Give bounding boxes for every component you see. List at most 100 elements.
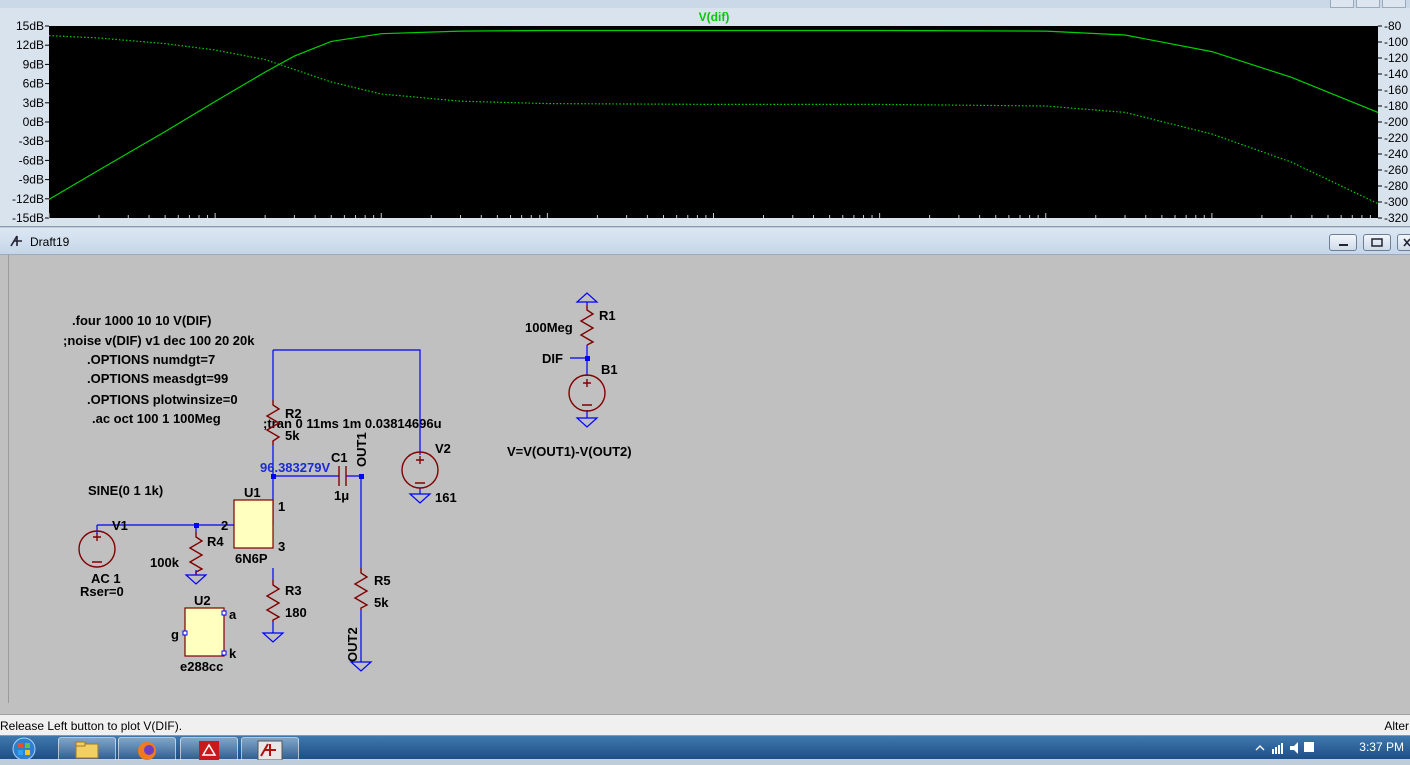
r2-label[interactable]: R2 — [285, 406, 302, 421]
c1-value[interactable]: 1μ — [334, 488, 349, 503]
net-label-out2[interactable]: OUT2 — [345, 627, 360, 662]
v1-sine-label[interactable]: SINE(0 1 1k) — [88, 483, 163, 498]
left-axis-tick-label: -3dB — [19, 134, 44, 148]
voltage-source-v1[interactable] — [78, 530, 116, 568]
voltage-source-v2[interactable] — [401, 451, 439, 489]
ltspice-logo-icon — [10, 235, 22, 247]
behavioral-source-b1[interactable] — [568, 374, 606, 412]
net-label-out1[interactable]: OUT1 — [354, 432, 369, 467]
right-axis-tick-label: -160 — [1384, 83, 1408, 97]
directive-measdgt[interactable]: .OPTIONS measdgt=99 — [87, 371, 228, 386]
tube-u2[interactable] — [184, 607, 225, 657]
junction-dots — [194, 356, 590, 528]
maximize-button[interactable] — [1356, 0, 1380, 8]
u2-pin-a: a — [229, 607, 237, 622]
waveform-plot[interactable]: V(dif) 15dB12dB9dB6dB3dB0dB-3dB-6dB-9dB-… — [0, 0, 1410, 226]
u1-pin2: 2 — [221, 518, 228, 533]
v1-label[interactable]: V1 — [112, 518, 128, 533]
right-axis-tick-label: -200 — [1384, 115, 1408, 129]
u2-model[interactable]: e288cc — [180, 659, 223, 674]
u2-pins — [182, 610, 227, 656]
resistor-r3[interactable] — [265, 580, 281, 622]
phase-trace — [48, 35, 1379, 205]
schematic-window: Draft19 .four 1000 10 10 V(DIF) ;noise v… — [0, 228, 1410, 714]
plot-area[interactable] — [49, 26, 1378, 218]
trace-label-vdif[interactable]: V(dif) — [699, 10, 730, 24]
u2-pin-k: k — [229, 646, 237, 661]
tray-icons[interactable] — [1250, 736, 1350, 759]
right-axis-tick-label: -260 — [1384, 163, 1408, 177]
resistor-r5[interactable] — [353, 568, 369, 610]
u1-pin3: 3 — [278, 539, 285, 554]
r3-value[interactable]: 180 — [285, 605, 307, 620]
r4-value[interactable]: 100k — [150, 555, 180, 570]
resistor-r2[interactable] — [265, 400, 281, 445]
status-message: Release Left button to plot V(DIF). — [0, 719, 183, 733]
taskbar: 3:37 PM — [0, 735, 1410, 761]
r5-label[interactable]: R5 — [374, 573, 391, 588]
right-axis-tick-label: -180 — [1384, 99, 1408, 113]
u1-label[interactable]: U1 — [244, 485, 261, 500]
right-axis-tick-label: -140 — [1384, 67, 1408, 81]
schematic-window-title: Draft19 — [30, 235, 70, 249]
directive-ac[interactable]: .ac oct 100 1 100Meg — [92, 411, 221, 426]
directive-noise[interactable]: ;noise v(DIF) v1 dec 100 20 20k — [63, 333, 255, 348]
r5-value[interactable]: 5k — [374, 595, 389, 610]
b1-expression[interactable]: V=V(OUT1)-V(OUT2) — [507, 444, 632, 459]
directive-tran[interactable]: ;tran 0 11ms 1m 0.03814696u — [263, 416, 442, 431]
v2-value[interactable]: 161 — [435, 490, 457, 505]
minimize-button[interactable] — [1330, 0, 1354, 8]
directive-plotwinsize[interactable]: .OPTIONS plotwinsize=0 — [87, 392, 238, 407]
taskbar-clock[interactable]: 3:37 PM — [1359, 740, 1404, 754]
b1-label[interactable]: B1 — [601, 362, 618, 377]
schematic-restore-button[interactable] — [1363, 234, 1391, 251]
directive-four[interactable]: .four 1000 10 10 V(DIF) — [72, 313, 211, 328]
left-axis-tick-label: 12dB — [16, 38, 44, 52]
status-right-text: Alter — [1384, 719, 1409, 733]
ltspice-taskbar-icon[interactable] — [241, 737, 299, 761]
left-axis-tick-label: -9dB — [19, 173, 44, 187]
firefox-taskbar-icon[interactable] — [118, 737, 176, 760]
right-axis-tick-label: -320 — [1384, 211, 1408, 225]
r1-value[interactable]: 100Meg — [525, 320, 573, 335]
x-axis-ticks — [48, 213, 1371, 218]
waveform-window-topbar — [0, 0, 1410, 8]
v1-ac-label[interactable]: AC 1 — [91, 571, 121, 586]
right-axis-tick-label: -100 — [1384, 35, 1408, 49]
net-label-dif[interactable]: DIF — [542, 351, 563, 366]
resistor-r1[interactable] — [579, 305, 595, 346]
system-tray: 3:37 PM — [1250, 736, 1410, 759]
schematic-drawing[interactable]: .four 1000 10 10 V(DIF) ;noise v(DIF) v1… — [9, 255, 1410, 703]
capacitor-c1[interactable] — [338, 466, 347, 486]
schematic-minimize-button[interactable] — [1329, 234, 1357, 251]
right-axis-tick-label: -300 — [1384, 195, 1408, 209]
node-voltage-probe[interactable]: 96.383279V — [260, 460, 330, 475]
v1-rser-label[interactable]: Rser=0 — [80, 584, 124, 599]
status-bar: Release Left button to plot V(DIF). Alte… — [0, 714, 1410, 735]
acrobat-taskbar-icon[interactable] — [180, 737, 238, 760]
left-axis-tick-label: -12dB — [12, 192, 44, 206]
v2-label[interactable]: V2 — [435, 441, 451, 456]
schematic-canvas[interactable]: .four 1000 10 10 V(DIF) ;noise v(DIF) v1… — [8, 255, 1410, 703]
ground-symbols — [184, 292, 599, 672]
left-axis-tick-label: 9dB — [23, 57, 44, 71]
r3-label[interactable]: R3 — [285, 583, 302, 598]
right-axis-tick-label: -220 — [1384, 131, 1408, 145]
directive-numdgt[interactable]: .OPTIONS numdgt=7 — [87, 352, 215, 367]
r1-label[interactable]: R1 — [599, 308, 616, 323]
c1-label[interactable]: C1 — [331, 450, 348, 465]
r4-label[interactable]: R4 — [207, 534, 224, 549]
start-button[interactable] — [2, 736, 46, 761]
explorer-taskbar-icon[interactable] — [58, 737, 116, 760]
r2-value[interactable]: 5k — [285, 428, 300, 443]
schematic-close-button[interactable] — [1397, 234, 1410, 251]
close-button[interactable] — [1382, 0, 1406, 8]
u2-label[interactable]: U2 — [194, 593, 211, 608]
u1-model[interactable]: 6N6P — [235, 551, 268, 566]
left-axis-tick-label: -15dB — [12, 211, 44, 225]
tube-u1[interactable] — [233, 499, 274, 549]
right-axis-tick-label: -80 — [1384, 19, 1402, 33]
left-axis: 15dB12dB9dB6dB3dB0dB-3dB-6dB-9dB-12dB-15… — [12, 19, 49, 225]
resistor-r4[interactable] — [188, 532, 204, 575]
